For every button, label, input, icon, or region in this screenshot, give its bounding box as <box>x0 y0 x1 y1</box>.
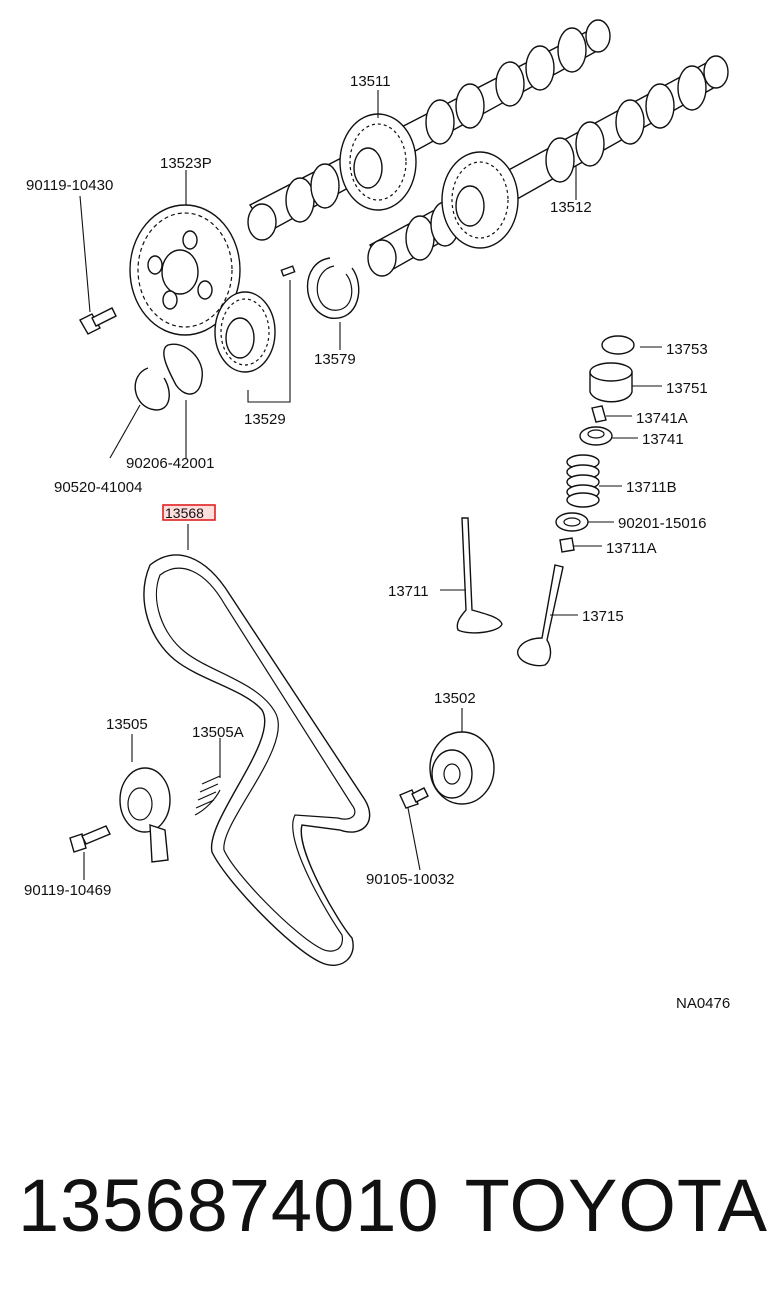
bolt-90119-10430[interactable] <box>79 307 117 335</box>
camshaft-13512[interactable] <box>367 55 729 277</box>
timing-belt-13568[interactable] <box>143 554 371 967</box>
part-number: 1356874010 <box>18 1163 440 1247</box>
label-13568-highlight: 13568 <box>162 504 216 521</box>
leader-lines <box>79 90 662 880</box>
exhaust-valve-13715[interactable] <box>517 564 564 667</box>
label-13579: 13579 <box>314 351 356 368</box>
label-13512: 13512 <box>550 199 592 216</box>
camshaft-13511[interactable] <box>247 19 611 241</box>
brand-name: TOYOTA <box>464 1163 768 1247</box>
label-90206-42001: 90206-42001 <box>126 455 214 472</box>
valve-lifter-13751[interactable] <box>589 362 633 403</box>
label-13529: 13529 <box>244 411 286 428</box>
label-13711b: 13711B <box>626 479 677 496</box>
camshaft-gear-1 <box>339 113 417 211</box>
label-13523p: 13523P <box>160 155 212 172</box>
label-90520-41004: 90520-41004 <box>54 479 142 496</box>
footer: 1356874010 TOYOTA <box>18 1160 768 1250</box>
valve-spring-13711b[interactable] <box>566 454 600 508</box>
label-13741a: 13741A <box>636 410 688 427</box>
label-13505: 13505 <box>106 716 148 733</box>
tensioner-spring-13505a[interactable] <box>194 775 221 816</box>
cam-gear-13529[interactable] <box>214 265 296 373</box>
diagram-code: NA0476 <box>676 995 730 1012</box>
intake-valve-13711[interactable] <box>456 517 503 634</box>
cam-pulley-13523p[interactable] <box>129 204 241 336</box>
snap-ring-13579[interactable] <box>306 257 360 319</box>
label-13711a: 13711A <box>606 540 657 557</box>
camshaft-gear-2 <box>441 151 519 249</box>
label-13751: 13751 <box>666 380 708 397</box>
spring-retainer-13741[interactable] <box>579 426 613 446</box>
label-90119-10430: 90119-10430 <box>26 177 113 194</box>
valve-seal-13711a[interactable] <box>559 537 575 553</box>
spring-seat-90201-15016[interactable] <box>555 512 589 532</box>
valve-shim-13753[interactable] <box>601 335 635 355</box>
bolt-90105-10032[interactable] <box>399 787 429 809</box>
valve-keeper-13741a[interactable] <box>591 405 607 423</box>
plate-washer-90206-42001[interactable] <box>163 343 203 395</box>
label-90119-10469: 90119-10469 <box>24 882 111 899</box>
snap-ring-90520-41004[interactable] <box>134 367 170 411</box>
label-90105-10032: 90105-10032 <box>366 871 454 888</box>
label-13568: 13568 <box>165 505 204 521</box>
label-90201-15016: 90201-15016 <box>618 515 706 532</box>
label-13505a: 13505A <box>192 724 244 741</box>
label-13711: 13711 <box>388 583 429 600</box>
idler-pulley-13502[interactable] <box>429 731 495 805</box>
bolt-90119-10469[interactable] <box>69 825 111 853</box>
label-13511: 13511 <box>350 73 391 90</box>
label-13753: 13753 <box>666 341 708 358</box>
tensioner-13505[interactable] <box>119 767 171 863</box>
label-13502: 13502 <box>434 690 476 707</box>
label-13741: 13741 <box>642 431 684 448</box>
label-13715: 13715 <box>582 608 624 625</box>
